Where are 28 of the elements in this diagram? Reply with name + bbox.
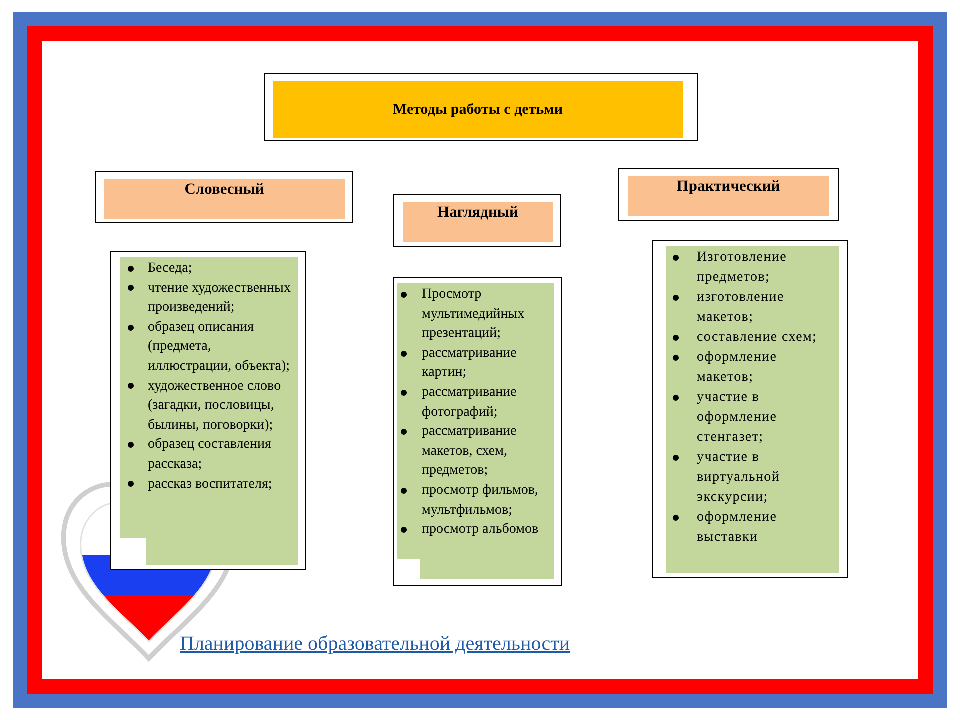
list-item-text: составление схем; — [697, 329, 818, 347]
list-item-text: оформление выставки — [697, 509, 778, 547]
list-item-text: просмотр фильмов, мультфильмов; — [422, 482, 540, 520]
list-item-text: рассматривание макетов, схем, предметов; — [422, 423, 518, 480]
list-item-text: художественное слово (загадки, пословицы, былины, поговорки); — [148, 378, 282, 435]
list-item-text: рассматривание картин; — [422, 344, 518, 382]
category-box — [618, 168, 839, 221]
list-item-text: участие в оформление стенгазет; — [697, 389, 778, 447]
category-box — [95, 171, 353, 223]
list-item-text: образец составления рассказа; — [148, 436, 272, 474]
list-item-text: оформление макетов; — [697, 349, 778, 387]
list-item-text: чтение художественных произведений; — [148, 280, 292, 318]
heading-box — [264, 73, 698, 141]
list-item-text: участие в виртуальной экскурсии; — [697, 449, 782, 507]
category-label: Словесный — [184, 181, 264, 199]
list-item-text: образец описания (предмета, иллюстрации, объекта); — [148, 318, 292, 376]
list-item-text: Изготовление предметов; — [697, 249, 788, 287]
list-item-text: Беседа; — [148, 260, 194, 278]
list-item-text: просмотр альбомов — [422, 521, 540, 540]
category-label: Наглядный — [438, 204, 518, 222]
list-item-text: Просмотр мультимедийных презентаций; — [422, 286, 526, 344]
heading-text: Методы работы с детьми — [393, 100, 563, 118]
category-box — [393, 194, 561, 247]
list-item-text: изготовление макетов; — [697, 289, 786, 327]
link: Планирование образовательной деятельности — [180, 632, 570, 656]
list-item-text: рассказ воспитателя; — [148, 476, 274, 494]
category-label: Практический — [676, 178, 780, 196]
list-item-text: рассматривание фотографий; — [422, 384, 518, 422]
